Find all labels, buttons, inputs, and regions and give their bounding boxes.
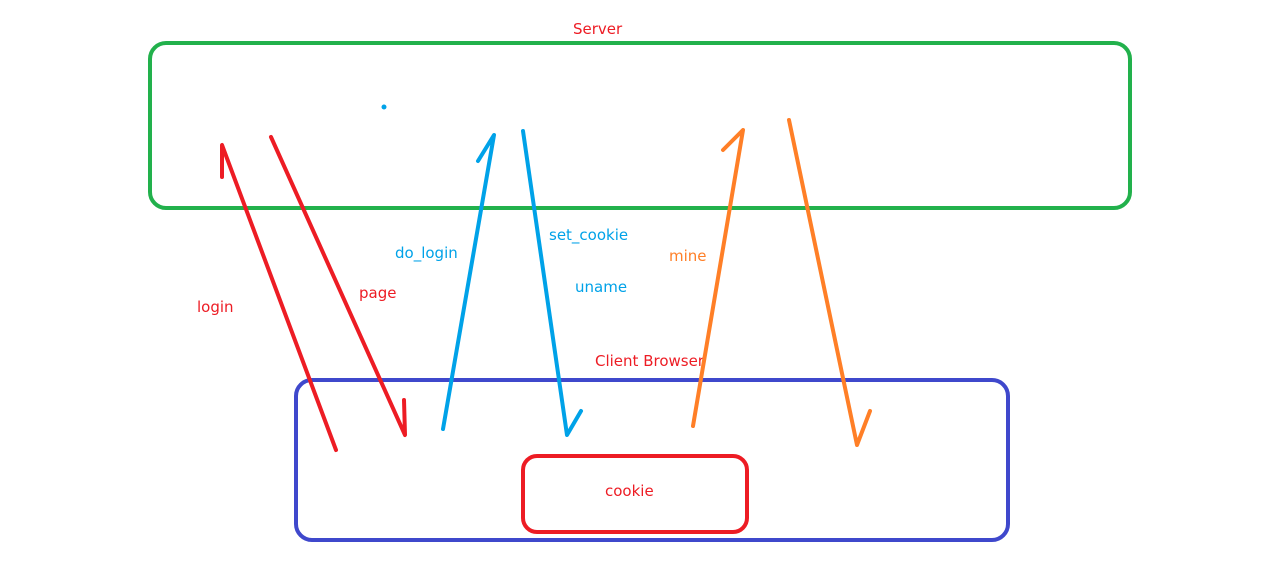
set-cookie-label: set_cookie xyxy=(549,226,628,245)
uname-label: uname xyxy=(575,278,627,296)
mine-response-arrow xyxy=(787,118,872,447)
server-box xyxy=(148,41,1132,210)
client-browser-box xyxy=(294,378,1010,542)
cookie-label: cookie xyxy=(605,482,654,500)
page-label: page xyxy=(359,284,396,302)
mine-label: mine xyxy=(669,247,707,265)
do-login-arrow xyxy=(441,133,496,431)
login-label: login xyxy=(197,298,234,316)
stray-dot xyxy=(381,104,387,110)
login-arrow xyxy=(220,143,338,452)
set-cookie-arrow xyxy=(521,129,583,437)
mine-arrow xyxy=(691,128,745,428)
client-browser-label: Client Browser xyxy=(595,352,705,370)
server-label: Server xyxy=(573,20,623,38)
page-arrow xyxy=(269,135,407,437)
do-login-label: do_login xyxy=(395,244,458,263)
cookie-box xyxy=(521,454,749,534)
